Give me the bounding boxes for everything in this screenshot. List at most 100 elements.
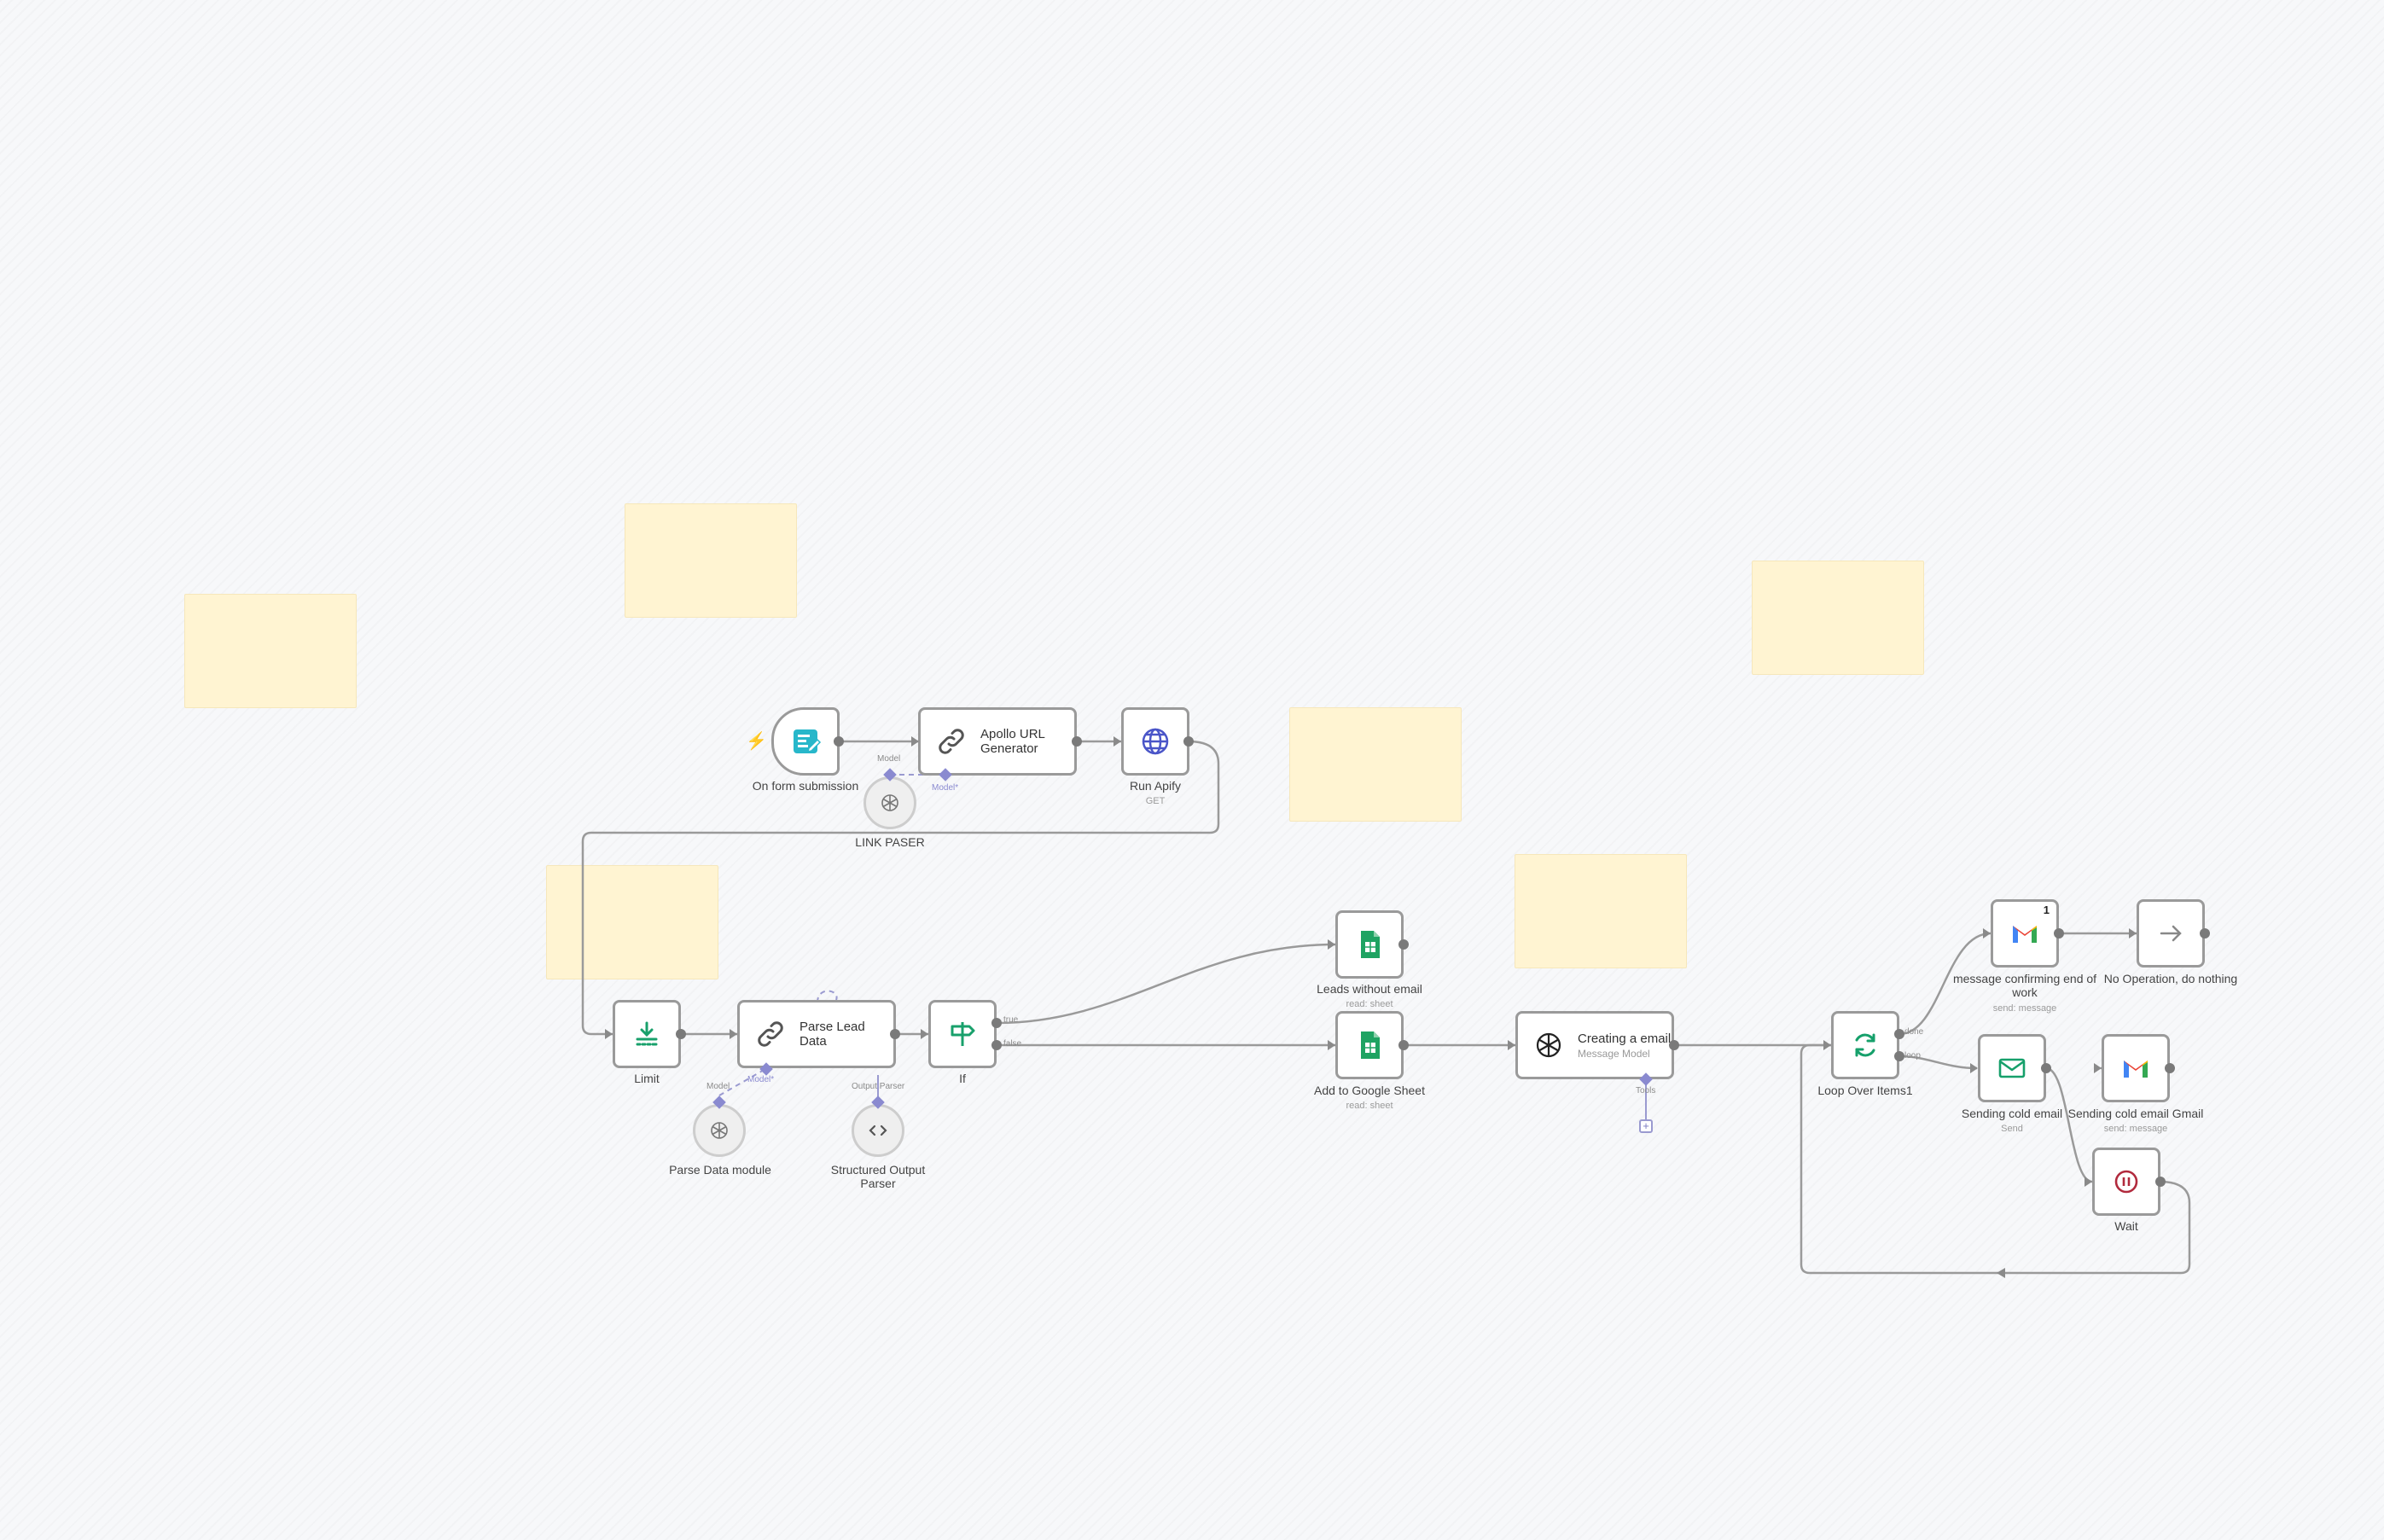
- node-title: Generator: [980, 741, 1038, 756]
- node-title: Creating a email: [1578, 1031, 1672, 1046]
- sticky-note[interactable]: [1515, 854, 1687, 968]
- parse-data-module-node[interactable]: [693, 1104, 746, 1157]
- node-label: Loop Over Items1: [1817, 1084, 1913, 1097]
- port-label-tools: Tools: [1636, 1086, 1656, 1095]
- connection-parser-loop: [817, 990, 838, 1003]
- input-handle[interactable]: [1114, 736, 1121, 747]
- port-label-model: Model: [877, 754, 901, 764]
- output-handle[interactable]: [1072, 736, 1082, 747]
- sticky-note[interactable]: [625, 503, 797, 618]
- node-label: Run Apify: [1130, 779, 1181, 793]
- output-handle[interactable]: [2054, 928, 2064, 939]
- node-subtitle: Message Model: [1578, 1047, 1650, 1060]
- input-handle[interactable]: [1328, 1040, 1335, 1050]
- connection-apify-limit: [581, 740, 1220, 1036]
- sheets-icon: [1352, 927, 1387, 962]
- node-label: Wait: [2114, 1219, 2138, 1233]
- output-handle-false[interactable]: [991, 1040, 1002, 1050]
- form-icon: [788, 724, 823, 758]
- output-handle[interactable]: [1183, 736, 1194, 747]
- output-handle[interactable]: [1669, 1040, 1679, 1050]
- loop-icon: [1848, 1028, 1882, 1062]
- form-trigger-node[interactable]: [771, 707, 840, 776]
- port-label-done: done: [1904, 1027, 1924, 1037]
- sending-cold-email-node[interactable]: [1978, 1034, 2046, 1102]
- sticky-note[interactable]: [1289, 707, 1462, 822]
- add-to-google-sheet-node[interactable]: [1335, 1011, 1404, 1079]
- connection-loop-confirm: [1898, 932, 1992, 1036]
- node-label: LINK PASER: [855, 835, 925, 849]
- input-handle[interactable]: [1328, 939, 1335, 950]
- node-label: Add to Google Sheet: [1314, 1084, 1425, 1097]
- output-handle-done[interactable]: [1894, 1029, 1904, 1039]
- node-sublabel: GET: [1145, 796, 1166, 806]
- node-title: Apollo URL: [980, 727, 1045, 741]
- output-handle[interactable]: [890, 1029, 900, 1039]
- connection-wait-loop: [1800, 1043, 2191, 1275]
- sending-cold-email-gmail-node[interactable]: [2102, 1034, 2170, 1102]
- globe-icon: [1138, 724, 1172, 758]
- run-apify-node[interactable]: [1121, 707, 1189, 776]
- limit-node[interactable]: [613, 1000, 681, 1068]
- output-handle[interactable]: [2155, 1177, 2166, 1187]
- gmail-icon: [2119, 1051, 2153, 1085]
- port-label-model-required: Model*: [747, 1075, 775, 1084]
- openai-icon: [881, 794, 898, 811]
- input-handle[interactable]: [911, 736, 919, 747]
- port-label-output-parser: Output Parser: [852, 1082, 905, 1091]
- input-handle[interactable]: [605, 1029, 613, 1039]
- mail-icon: [1995, 1051, 2029, 1085]
- node-label: Parse Data module: [669, 1163, 771, 1177]
- node-sublabel: read: sheet: [1346, 1101, 1393, 1111]
- link-parser-node[interactable]: [863, 776, 916, 829]
- node-label: Leads without email: [1317, 982, 1422, 996]
- structured-output-parser-node[interactable]: [852, 1104, 904, 1157]
- sticky-note[interactable]: [546, 865, 718, 979]
- openai-icon: [1532, 1028, 1566, 1062]
- if-node[interactable]: [928, 1000, 997, 1068]
- input-handle[interactable]: [1508, 1040, 1515, 1050]
- leads-without-email-node[interactable]: [1335, 910, 1404, 979]
- parse-lead-data-node[interactable]: Parse Lead Data: [737, 1000, 896, 1068]
- input-handle[interactable]: [921, 1029, 928, 1039]
- connection-send-wait: [2045, 1066, 2093, 1183]
- sheets-icon: [1352, 1028, 1387, 1062]
- node-label: Sending cold email: [1961, 1107, 2063, 1120]
- output-handle-loop[interactable]: [1894, 1051, 1904, 1061]
- message-confirming-node[interactable]: 1: [1991, 899, 2059, 968]
- loop-over-items-node[interactable]: [1831, 1011, 1899, 1079]
- input-handle[interactable]: [1823, 1040, 1831, 1050]
- node-label: message confirming end of work: [1952, 972, 2097, 999]
- output-handle[interactable]: [2200, 928, 2210, 939]
- node-sublabel: send: message: [2103, 1124, 2168, 1134]
- apollo-url-generator-node[interactable]: Apollo URL Generator: [918, 707, 1077, 776]
- output-handle[interactable]: [2165, 1063, 2175, 1073]
- gmail-icon: [2008, 916, 2042, 950]
- output-handle[interactable]: [1398, 939, 1409, 950]
- node-label: Sending cold email Gmail: [2067, 1107, 2204, 1120]
- input-handle[interactable]: [2129, 928, 2137, 939]
- input-handle[interactable]: [1983, 928, 1991, 939]
- output-handle[interactable]: [676, 1029, 686, 1039]
- sticky-note[interactable]: [184, 594, 357, 708]
- input-handle[interactable]: [1970, 1063, 1978, 1073]
- sticky-note[interactable]: [1752, 561, 1924, 675]
- output-handle-true[interactable]: [991, 1018, 1002, 1028]
- output-handle[interactable]: [1398, 1040, 1409, 1050]
- input-handle[interactable]: [730, 1029, 737, 1039]
- input-handle[interactable]: [2085, 1177, 2092, 1187]
- add-tool-button[interactable]: +: [1639, 1119, 1653, 1133]
- node-label: On form submission: [752, 779, 859, 793]
- port-label-model-required: Model*: [932, 783, 959, 793]
- port-label-false: false: [1003, 1039, 1022, 1049]
- output-handle[interactable]: [834, 736, 844, 747]
- no-operation-node[interactable]: [2137, 899, 2205, 968]
- wire-arrow-icon: [1997, 1268, 2005, 1278]
- input-handle[interactable]: [2094, 1063, 2102, 1073]
- pause-icon: [2109, 1165, 2143, 1199]
- creating-email-node[interactable]: Creating a email Message Model: [1515, 1011, 1674, 1079]
- output-handle[interactable]: [2041, 1063, 2051, 1073]
- wait-node[interactable]: [2092, 1148, 2160, 1216]
